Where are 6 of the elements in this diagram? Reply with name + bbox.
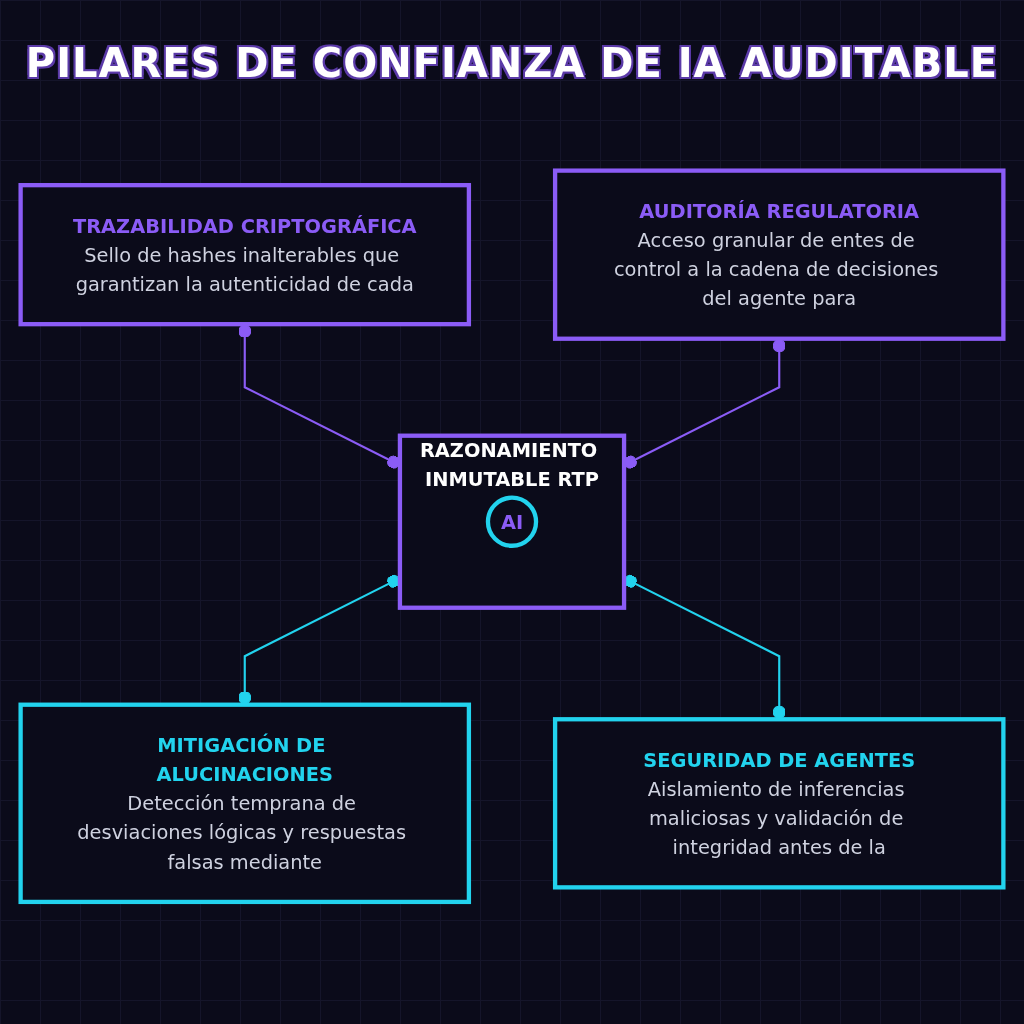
- node-box: SEGURIDAD DE AGENTES Aislamiento de inferencias maliciosas y validación de integridad antes de la: [552, 716, 1006, 890]
- title: PILARES DE CONFIANZA DE IA AUDITABLE: [25, 40, 999, 86]
- node-circle: AI: [485, 495, 539, 548]
- node-box: AUDITORÍA REGULATORIA Acceso granular de entes de control a la cadena de decisiones del agente para: [552, 168, 1006, 341]
- node-box: TRAZABILIDAD CRIPTOGRÁFICA Sello de hashes inalterables que garantizan la autenticidad de cada: [18, 182, 472, 327]
- node-box: MITIGACIÓN DE ALUCINACIONES Detección temprana de desviaciones lógicas y respuestas falsas mediante: [18, 702, 472, 904]
